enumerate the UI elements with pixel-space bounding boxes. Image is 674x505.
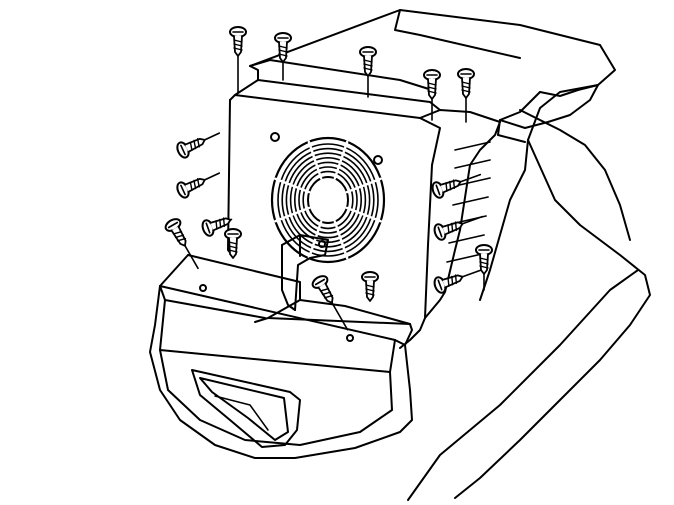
grille-rim xyxy=(270,136,386,264)
handle-recess xyxy=(191,369,301,448)
grille-spoke-gap xyxy=(274,206,311,223)
screw-icon xyxy=(433,215,484,241)
grille-hub xyxy=(307,176,349,224)
screw-icon xyxy=(311,275,349,331)
grille-spoke-gap xyxy=(345,177,382,194)
screw-icon xyxy=(457,68,475,123)
fan-housing xyxy=(227,65,501,349)
grille-spoke-gap xyxy=(274,177,311,194)
screw-icon xyxy=(475,244,493,291)
screw-icon xyxy=(201,217,233,237)
grille-spoke-gap xyxy=(307,140,323,180)
grille-ring xyxy=(298,166,358,234)
rear-trim xyxy=(497,84,599,143)
screw-icon xyxy=(361,271,379,302)
screw-icon xyxy=(176,132,221,159)
screw-icon xyxy=(164,218,199,270)
screw-icon xyxy=(224,228,242,259)
grille-spoke-gap xyxy=(333,220,349,260)
grille-spoke-gap xyxy=(345,206,382,223)
screw-icon xyxy=(229,26,247,93)
grille-spoke-gap xyxy=(307,220,323,260)
grille-ring xyxy=(285,152,371,248)
grille-ring xyxy=(277,143,379,257)
grille-ring xyxy=(302,170,354,230)
screw-icon xyxy=(423,69,441,121)
console-front xyxy=(149,285,413,459)
screw-icon xyxy=(359,46,377,98)
console-body xyxy=(249,9,651,501)
screw-icon xyxy=(274,32,292,81)
grille-ring xyxy=(281,147,375,253)
grille-spoke-gap xyxy=(333,140,349,180)
screw-icon xyxy=(176,172,221,199)
screw-icon xyxy=(431,173,482,199)
grille-ring xyxy=(293,161,362,239)
screws xyxy=(164,26,493,331)
screw-icon xyxy=(433,268,484,294)
center-bracket xyxy=(281,234,329,311)
